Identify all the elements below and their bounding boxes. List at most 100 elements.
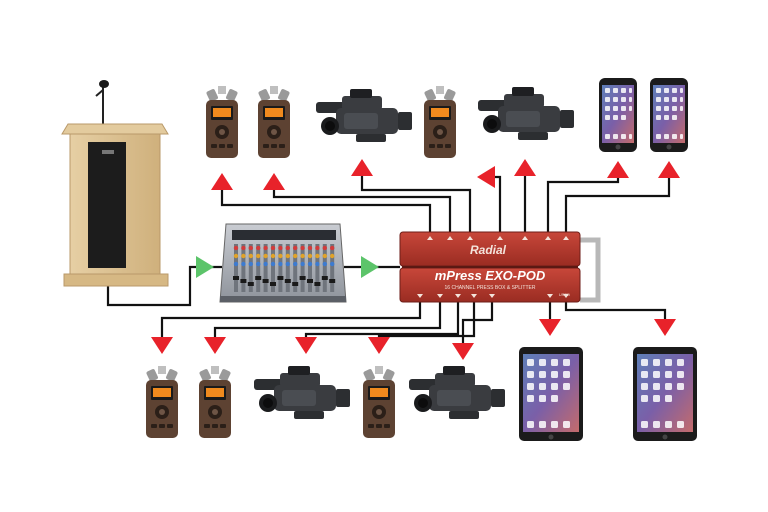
mixer-knob-icon <box>285 245 290 251</box>
mixer-knob-icon <box>293 253 298 259</box>
splitter-port-icon <box>417 294 423 298</box>
mixer-knob-icon <box>263 253 268 259</box>
mixer-meter-strip <box>232 230 336 240</box>
mixer-channel-strip <box>330 244 335 292</box>
podium-speaker-grille <box>88 142 126 268</box>
recorder-top-2 <box>257 86 291 158</box>
mixer-knob-icon <box>233 261 239 267</box>
microphone-icon <box>99 80 109 88</box>
mixer-fader-icon <box>299 276 306 280</box>
mixer-fader-icon <box>247 282 254 286</box>
mixer-fader-icon <box>240 279 247 283</box>
splitter-port-icon <box>563 294 569 298</box>
mixer-knob-icon <box>241 245 246 251</box>
splitter-port-icon <box>471 294 477 298</box>
microphone-boom <box>95 89 104 97</box>
mixer-knob-icon <box>278 245 283 251</box>
camera-icon <box>316 89 412 142</box>
mixer-channel-strip <box>285 244 290 292</box>
tablet-icon <box>633 347 697 441</box>
camera-top-1 <box>316 89 412 142</box>
mixer-channel-strip <box>308 244 312 292</box>
mixer-channel-strip <box>248 244 253 292</box>
mixer-knob-icon <box>278 261 283 267</box>
splitter-port-icon <box>427 236 433 240</box>
splitter-port-icon <box>489 294 495 298</box>
splitter-ports <box>417 236 569 298</box>
podium <box>61 80 169 287</box>
mixer-knob-icon <box>330 261 335 267</box>
mixer-channel-strip <box>293 244 298 292</box>
output-arrow-icon <box>263 173 285 190</box>
phone-1 <box>599 78 637 152</box>
mixer-fader-icon <box>307 279 313 283</box>
output-arrow-icon <box>539 319 561 336</box>
recorder-icon <box>423 86 457 158</box>
output-arrow-icon <box>477 166 495 188</box>
wire-to-cam-bot-2 <box>461 300 494 345</box>
mixer-channel-strip <box>300 244 305 292</box>
splitter-handle <box>580 237 601 303</box>
podium-base <box>63 273 169 287</box>
mixer-knob-icon <box>315 253 320 259</box>
phone-icon <box>650 78 688 152</box>
splitter-brand-label: Radial <box>470 243 507 257</box>
output-arrow-icon <box>351 159 373 176</box>
camera-icon <box>409 366 505 419</box>
signal-wires <box>106 164 671 345</box>
mixer-channel-strip <box>241 244 246 292</box>
wire-to-rec-top-1 <box>220 182 432 232</box>
splitter-product-sublabel: 16 CHANNEL PRESS BOX & SPLITTER <box>445 285 536 291</box>
mixer-knob-icon <box>330 253 335 259</box>
camera-icon <box>254 366 350 419</box>
mixer-knob-icon <box>315 261 320 267</box>
mixer-fader-icon <box>292 282 299 286</box>
mixer-knob-icon <box>300 253 305 259</box>
wire-to-tablet-2 <box>564 300 667 320</box>
tablet-icon <box>519 347 583 441</box>
mixer-knob-icon <box>248 261 253 267</box>
mixer-channel-strip <box>315 244 320 292</box>
phone-icon <box>599 78 637 152</box>
output-arrow-icon <box>151 337 173 354</box>
audio-mixer <box>219 223 347 303</box>
camera-icon <box>478 87 574 140</box>
mixer-knob-icon <box>285 253 290 259</box>
output-arrow-icon <box>452 343 474 360</box>
mixer-channel-strip <box>234 244 238 292</box>
mixer-knob-icon <box>322 253 327 259</box>
output-arrow-icon <box>514 159 536 176</box>
mixer-knob-icon <box>233 245 239 251</box>
splitter-product-label: mPress EXO-POD <box>435 268 546 283</box>
mixer-knob-icon <box>307 245 313 251</box>
mixer-channel-strip <box>278 244 283 292</box>
wire-to-rec-bot-1 <box>160 300 422 340</box>
mixer-channel-strip <box>256 244 261 292</box>
mixer-knob-icon <box>322 245 327 251</box>
mixer-knob-icon <box>270 261 276 267</box>
mixer-fader-icon <box>329 279 336 283</box>
recorder-icon <box>257 86 291 158</box>
recorder-bottom-1 <box>145 366 179 438</box>
mixer-fader-icon <box>255 276 262 280</box>
mixer-channel-strip <box>271 244 275 292</box>
recorder-icon <box>362 366 396 438</box>
mixer-knob-icon <box>270 245 276 251</box>
mixer-fader-icon <box>233 276 239 280</box>
camera-bottom-1 <box>254 366 350 419</box>
splitter-port-icon <box>545 236 551 240</box>
output-arrow-icon <box>658 161 680 178</box>
phone-2 <box>650 78 688 152</box>
splitter-port-icon <box>497 236 503 240</box>
mixer-knob-icon <box>233 253 239 259</box>
splitter-port-icon <box>455 294 461 298</box>
output-arrow-icon <box>204 337 226 354</box>
mixer-knob-icon <box>263 245 268 251</box>
output-arrow-icon <box>654 319 676 336</box>
splitter-badge: USED <box>559 292 570 297</box>
mixer-knob-icon <box>241 253 246 259</box>
camera-bottom-2 <box>409 366 505 419</box>
input-arrow-icon <box>361 256 379 278</box>
mixer-fader-icon <box>321 276 328 280</box>
